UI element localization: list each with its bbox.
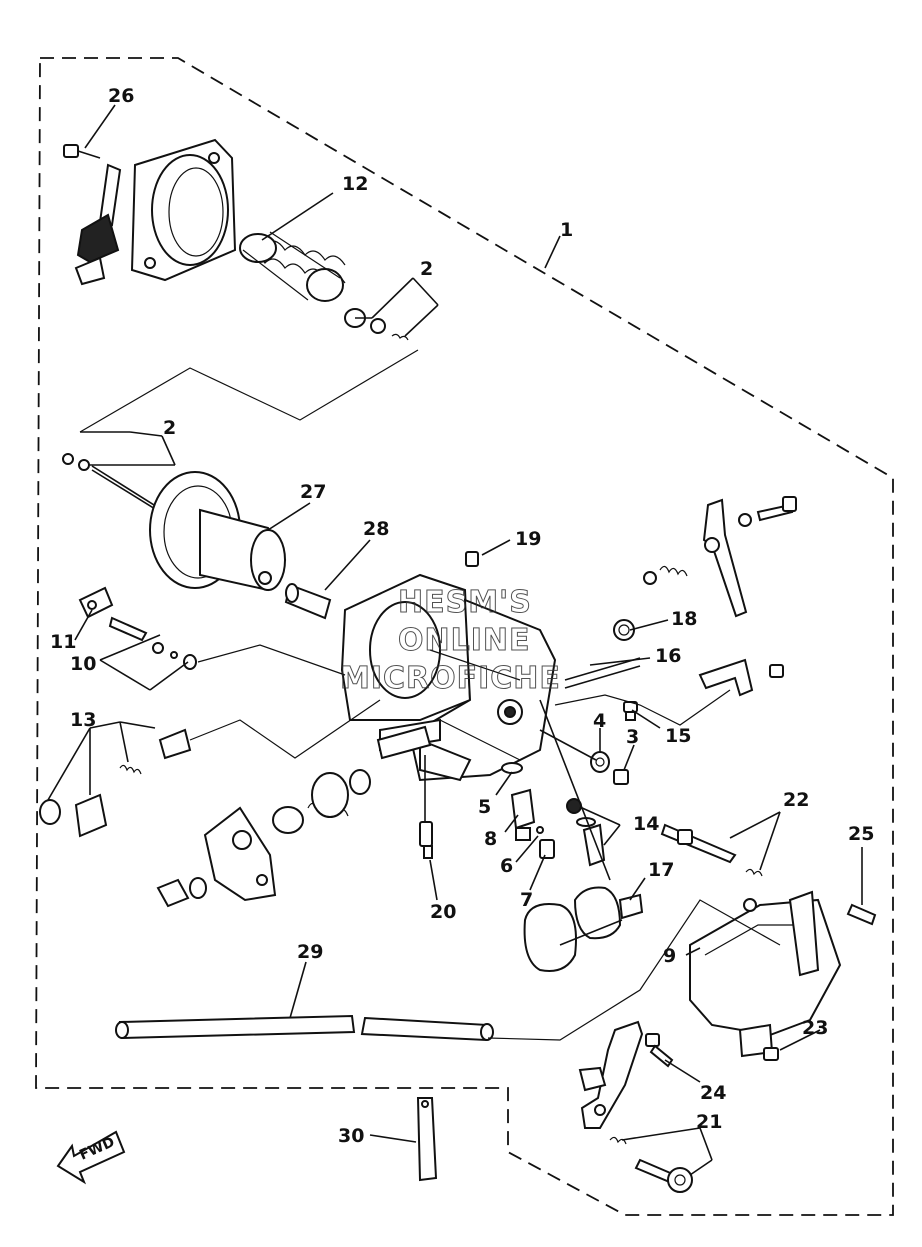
washer-6-part xyxy=(536,826,544,834)
callout-15: 15 xyxy=(665,725,691,747)
carburetor-body-part xyxy=(340,573,557,782)
callout-27: 27 xyxy=(300,481,326,503)
callout-11: 11 xyxy=(50,631,76,653)
jet-20-part xyxy=(419,821,433,859)
callout-5: 5 xyxy=(478,796,491,818)
bracket-part xyxy=(698,658,784,697)
oring-5-part xyxy=(501,762,523,774)
float-17-part xyxy=(523,886,644,972)
needle-valve-14-part xyxy=(566,798,606,867)
callout-16: 16 xyxy=(655,645,681,667)
leader-lines xyxy=(47,104,863,1176)
callout-4: 4 xyxy=(593,710,606,732)
intake-flange-part xyxy=(130,138,237,282)
pilot-screw-10-part xyxy=(108,616,197,670)
callout-2-lower: 2 xyxy=(163,417,176,439)
bolt-3-part xyxy=(613,769,629,785)
rod-16-edge xyxy=(564,665,641,689)
fwd-direction-badge: FWD xyxy=(56,1130,126,1185)
watermark-line-1: HESM'S xyxy=(398,585,532,620)
callout-30: 30 xyxy=(338,1125,364,1147)
spring-12-part xyxy=(239,231,346,302)
callouts: 1 2 2 3 4 5 6 7 8 9 10 11 12 13 14 15 16… xyxy=(50,85,874,1147)
callout-9: 9 xyxy=(663,945,676,967)
callout-29: 29 xyxy=(297,941,323,963)
accel-pump-spring-part xyxy=(272,769,371,834)
rod-16-part xyxy=(564,657,641,681)
screw-23-part xyxy=(763,1047,779,1061)
callout-20: 20 xyxy=(430,901,456,923)
callout-25: 25 xyxy=(848,823,874,845)
callout-28: 28 xyxy=(363,518,389,540)
screw-21-part xyxy=(609,1136,693,1193)
jet-needle-part xyxy=(62,453,163,513)
callout-23: 23 xyxy=(802,1017,828,1039)
callout-10: 10 xyxy=(70,653,96,675)
pump-cover-part xyxy=(203,806,277,902)
jet-19-part xyxy=(465,551,479,567)
needle-clip-set-part xyxy=(344,308,409,341)
bolt-26-part xyxy=(63,144,101,159)
callout-26: 26 xyxy=(108,85,134,107)
screw-25-part xyxy=(846,903,877,926)
diaphragm-piston-part xyxy=(149,471,287,592)
throttle-lever-part xyxy=(643,496,797,618)
plate-11-part xyxy=(78,586,114,619)
callout-24: 24 xyxy=(700,1082,726,1104)
callout-21: 21 xyxy=(696,1111,722,1133)
callout-3: 3 xyxy=(626,726,639,748)
callout-19: 19 xyxy=(515,528,541,550)
main-jet-8-part xyxy=(510,788,536,841)
callout-18: 18 xyxy=(671,608,697,630)
choke-lever-part xyxy=(74,163,122,286)
callout-6: 6 xyxy=(500,855,513,877)
watermark: HESM'S ONLINE MICROFICHE xyxy=(340,585,561,697)
screw-15-part xyxy=(623,701,638,721)
nut-washer-part xyxy=(156,877,207,908)
collar-18-part xyxy=(613,619,635,641)
callout-8: 8 xyxy=(484,828,497,850)
strap-30-part xyxy=(416,1097,438,1182)
callout-14: 14 xyxy=(633,813,659,835)
throttle-shaft-part xyxy=(376,725,432,760)
callout-7: 7 xyxy=(520,889,533,911)
callout-2-upper: 2 xyxy=(420,258,433,280)
jet-7-part xyxy=(539,839,555,859)
callout-13: 13 xyxy=(70,709,96,731)
callout-22: 22 xyxy=(783,789,809,811)
float-bowl-9-part xyxy=(689,890,842,1058)
callout-1: 1 xyxy=(560,219,573,241)
screw-22-part xyxy=(660,823,763,877)
watermark-line-2: ONLINE xyxy=(398,623,531,658)
callout-12: 12 xyxy=(342,173,368,195)
screw-assy-13-part xyxy=(39,728,192,838)
pin-28-part xyxy=(284,583,332,620)
watermark-line-3: MICROFICHE xyxy=(340,661,561,696)
lever-bottom-part xyxy=(578,1020,644,1129)
washer-4-part xyxy=(590,751,610,773)
fuel-hose-29-part xyxy=(115,1014,494,1042)
callout-17: 17 xyxy=(648,859,674,881)
